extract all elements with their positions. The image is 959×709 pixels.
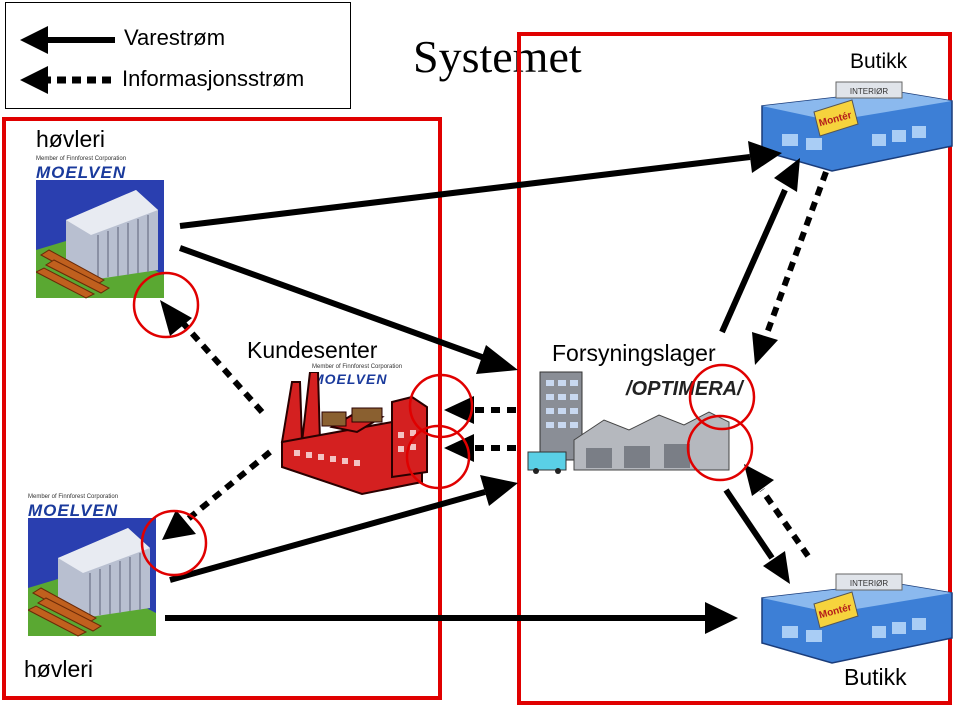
dashed-arrowhead-icon — [20, 66, 48, 94]
highlight-circle-forsyningslager-1 — [688, 363, 756, 431]
highlight-circle-kundesenter-2 — [405, 424, 471, 490]
warehouse-icon — [527, 371, 730, 474]
moelven-logo-bottom: MOELVEN — [28, 501, 119, 520]
info-butikk-bottom-to-forsyningslager — [759, 488, 811, 558]
store-bottom-roof-text: INTERIØR — [850, 579, 888, 588]
moelven-tagline-top: Member of Finnforest Corporation — [36, 156, 127, 162]
kundesenter-tagline: Member of Finnforest Corporation — [312, 364, 403, 370]
highlight-circle-hovleri-top — [132, 271, 200, 339]
solid-arrowhead-icon — [20, 26, 48, 54]
arrowhead-up-butikk-top-icon — [774, 158, 800, 192]
planing-mill-top-icon — [36, 180, 164, 299]
store-top-roof-text: INTERIØR — [850, 87, 888, 96]
left-system-frame — [2, 117, 442, 700]
hovleri-bottom-label: høvleri — [24, 656, 94, 682]
factory-icon — [280, 372, 428, 496]
info-arrowhead-hovleri-top-icon — [160, 300, 192, 336]
arrowhead-forsyningslager-top-icon — [476, 345, 518, 374]
info-butikk-top-to-forsyningslager — [763, 170, 829, 338]
arrow-forsyningslager-to-butikk-top — [719, 188, 788, 334]
kundesenter-moelven-logo: MOELVEN — [312, 371, 388, 387]
optimera-logo: /OPTIMERA/ — [626, 378, 743, 400]
arrowhead-butikk-bottom-icon — [705, 602, 738, 634]
arrowhead-down-butikk-bottom-icon — [763, 551, 790, 584]
moelven-logo-top: MOELVEN — [36, 163, 127, 182]
arrow-hovleri-bottom-to-forsyningslager — [169, 489, 486, 583]
arrow-hovleri-top-to-forsyningslager — [178, 245, 492, 363]
store-bottom-icon: INTERIØR Montér — [761, 573, 953, 664]
info-arrowhead-forsyningslager-bottom-icon — [744, 464, 774, 496]
arrow-forsyningslager-to-butikk-bottom — [723, 488, 775, 560]
right-system-frame — [517, 32, 952, 705]
arrow-hovleri-top-to-butikk-top — [179, 154, 751, 229]
store-top-icon: INTERIØR Montér — [761, 81, 953, 172]
page-title: Systemet — [413, 31, 582, 82]
arrowhead-butikk-top-icon — [748, 141, 782, 173]
highlight-circle-forsyningslager-2 — [686, 414, 754, 482]
info-kundesenter-to-hovleri-top — [179, 320, 265, 414]
highlight-circle-hovleri-bottom — [140, 509, 208, 577]
info-arrowhead-kundesenter-2-icon — [444, 434, 474, 462]
info-arrowhead-forsyningslager-top-icon — [752, 332, 778, 365]
info-arrowhead-hovleri-bottom-icon — [162, 510, 196, 540]
info-arrowhead-kundesenter-1-icon — [444, 396, 474, 424]
arrowhead-forsyningslager-bottom-icon — [480, 475, 518, 506]
butikk-top-label: Butikk — [850, 50, 908, 73]
moelven-tagline-bottom: Member of Finnforest Corporation — [28, 494, 119, 500]
planing-mill-bottom-icon — [28, 518, 156, 637]
kundesenter-label: Kundesenter — [247, 337, 378, 363]
info-kundesenter-to-hovleri-bottom — [180, 449, 272, 527]
hovleri-top-label: høvleri — [36, 126, 106, 152]
legend-box — [5, 2, 351, 109]
legend-label-varestrom: Varestrøm — [124, 25, 226, 50]
butikk-bottom-label: Butikk — [844, 664, 907, 690]
legend-label-informasjonsstrom: Informasjonsstrøm — [122, 66, 305, 91]
forsyningslager-label: Forsyningslager — [552, 340, 716, 366]
highlight-circle-kundesenter-1 — [408, 373, 474, 439]
legend-symbols — [20, 26, 115, 94]
